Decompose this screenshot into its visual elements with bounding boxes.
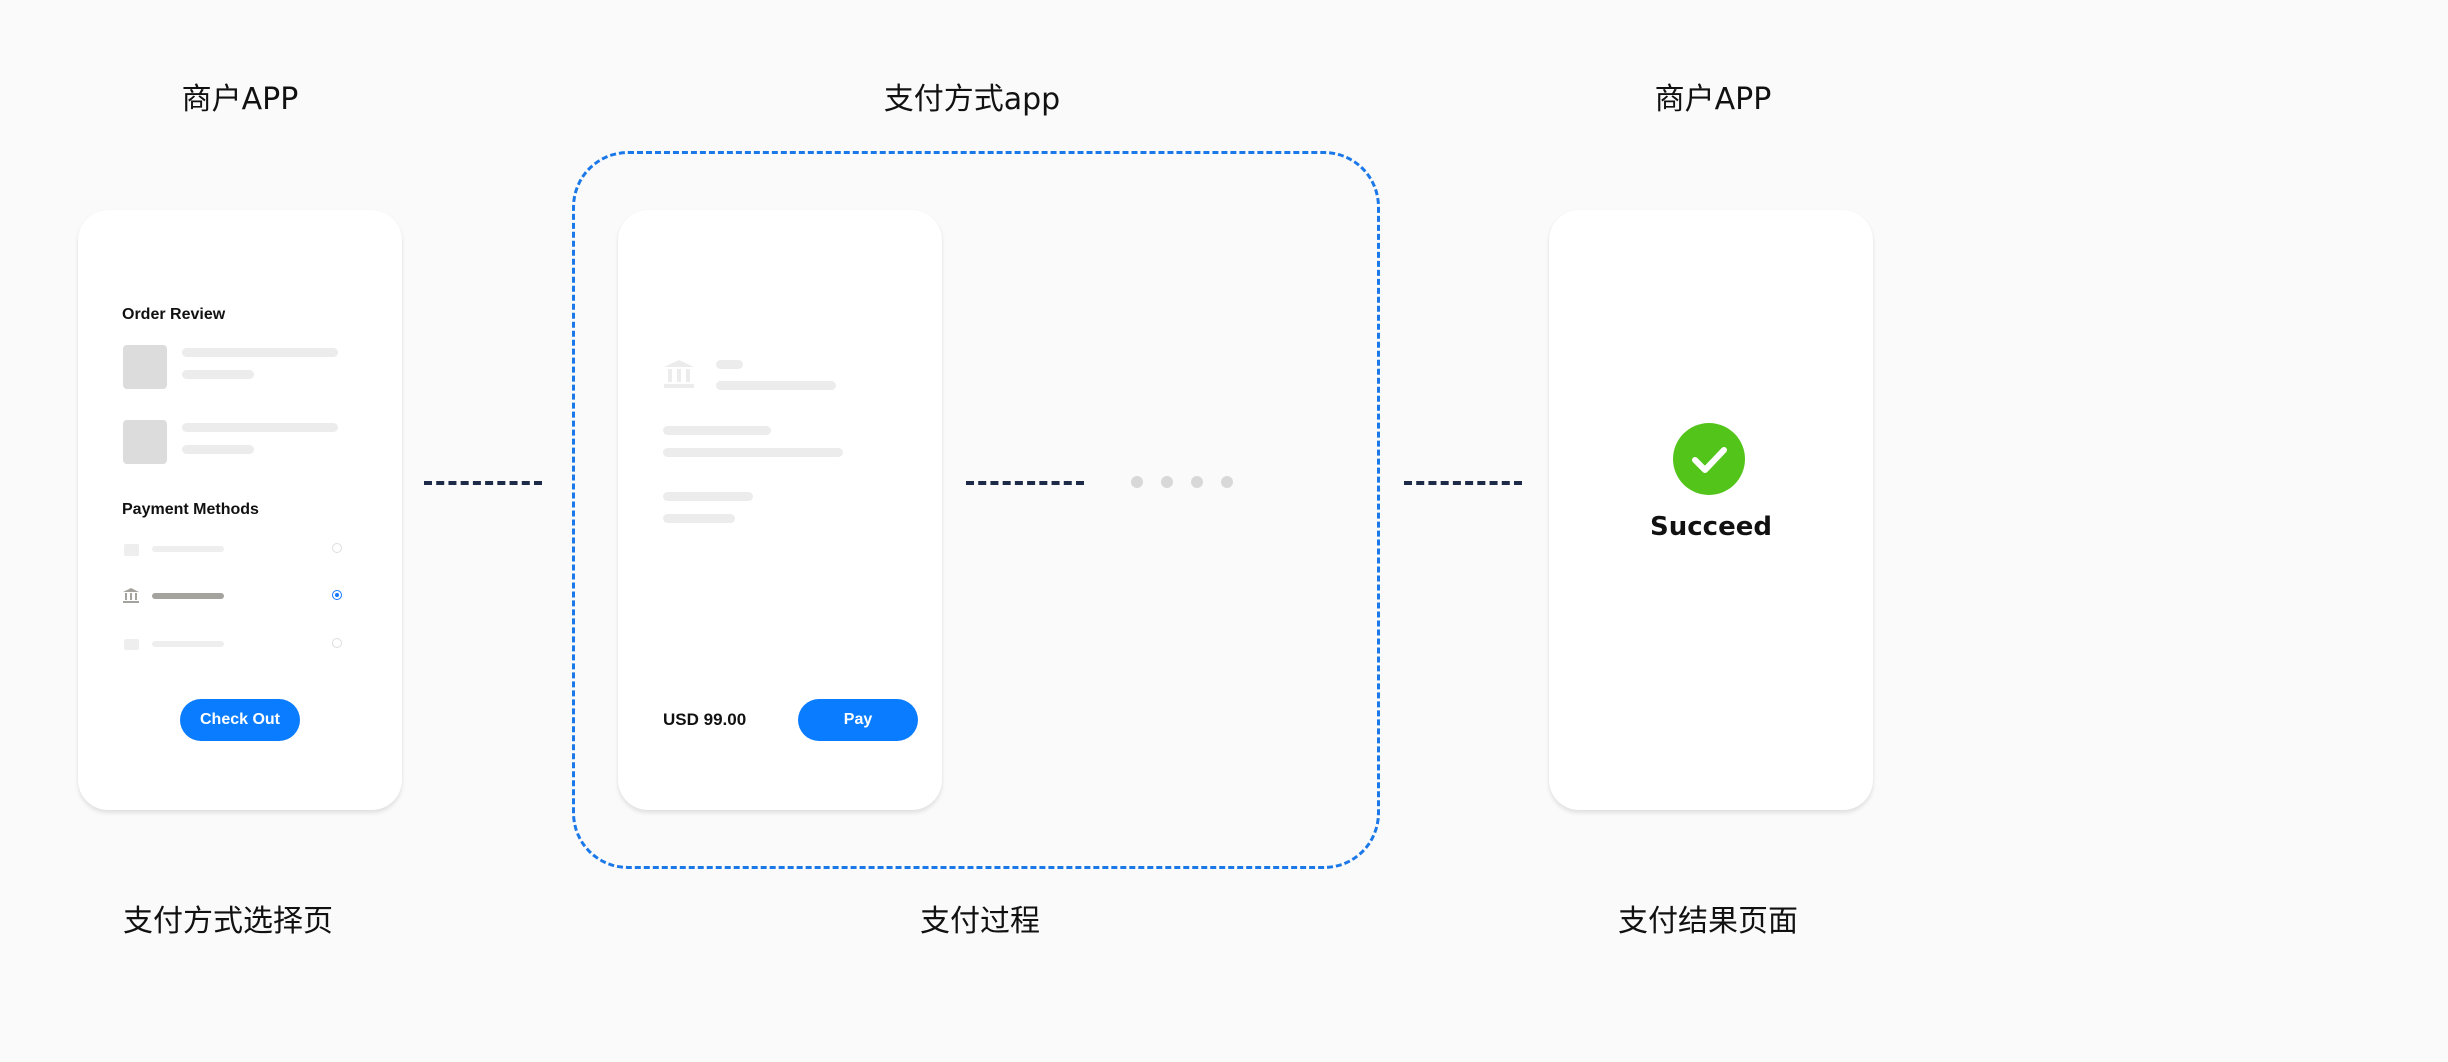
method-label-placeholder [152,641,224,647]
text-placeholder [182,348,338,357]
product-thumbnail [123,420,167,464]
payment-methods-heading: Payment Methods [122,501,259,518]
radio-selected[interactable] [332,590,342,600]
bank-icon [664,360,694,388]
payment-app-screen: USD 99.00 Pay [618,210,942,810]
text-placeholder [182,445,254,454]
method-label-placeholder [152,546,224,552]
payment-result-caption: 支付结果页面 [1618,904,1798,939]
pay-button[interactable]: Pay [798,699,918,741]
text-placeholder [716,381,836,390]
text-placeholder [663,448,843,457]
card-icon [124,544,139,556]
text-placeholder [716,360,743,369]
payment-selection-caption: 支付方式选择页 [123,904,333,939]
merchant-checkout-screen: Order Review Payment Methods Check Out [78,210,402,810]
text-placeholder [663,514,735,523]
ellipsis-dot [1161,476,1173,488]
radio-unselected[interactable] [332,543,342,553]
check-out-button[interactable]: Check Out [180,699,300,741]
ellipsis-dot [1131,476,1143,488]
success-status-text: Succeed [1650,512,1772,542]
connector-right [1404,481,1522,485]
merchant-app-title-right: 商户APP [1654,82,1772,117]
ellipsis-dot [1191,476,1203,488]
text-placeholder [182,423,338,432]
connector-middle [966,481,1084,485]
payment-method-app-title: 支付方式app [883,82,1061,117]
bank-icon [123,588,139,603]
text-placeholder [663,426,771,435]
method-label-placeholder [152,593,224,599]
connector-left [424,481,542,485]
checkmark-icon [1692,447,1727,473]
payment-result-screen: Succeed [1549,210,1873,810]
payment-process-group [572,151,1380,869]
text-placeholder [663,492,753,501]
payment-amount: USD 99.00 [663,710,747,729]
product-thumbnail [123,345,167,389]
merchant-app-title-left: 商户APP [181,82,299,117]
success-badge [1673,423,1745,495]
radio-unselected[interactable] [332,638,342,648]
ellipsis-dot [1221,476,1233,488]
wallet-icon [124,639,139,650]
order-review-heading: Order Review [122,306,226,323]
payment-process-caption: 支付过程 [920,904,1040,939]
text-placeholder [182,370,254,379]
